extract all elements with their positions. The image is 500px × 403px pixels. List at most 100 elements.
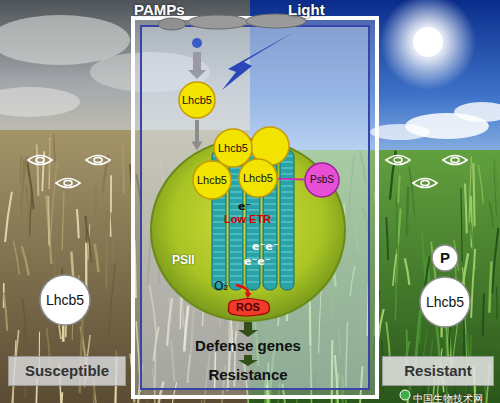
thylakoid-disc [264, 204, 276, 205]
thylakoid-disc [281, 270, 293, 271]
thylakoid-stack [280, 150, 294, 290]
oxygen-label: O₂ [214, 280, 228, 294]
node-outline [305, 163, 339, 197]
label-slot: e⁻e⁻ [252, 236, 279, 254]
grass-blade [469, 157, 471, 223]
thylakoid-disc [213, 210, 225, 211]
receptor [188, 15, 248, 29]
thylakoid-disc [247, 270, 259, 271]
grass-blade [50, 162, 57, 241]
thylakoid-disc [213, 270, 225, 271]
spore [86, 156, 110, 165]
grass-blade [13, 241, 19, 274]
node-outline [179, 82, 215, 118]
grass-blade [22, 246, 29, 275]
grass-blade [398, 175, 400, 203]
connector-line [195, 120, 199, 143]
protein-circle: Lhcb5 [39, 274, 91, 326]
grass-blade [54, 134, 56, 163]
electron-label: e⁻e⁻ [252, 241, 279, 254]
thylakoid-disc [264, 198, 276, 199]
spore-core [451, 158, 459, 163]
signal-arrow [188, 52, 206, 79]
connector [278, 178, 304, 180]
thylakoid-disc [281, 240, 293, 241]
spore-core [94, 158, 102, 163]
thylakoid-disc [213, 222, 225, 223]
label-slot: Light [288, 1, 325, 19]
grass-blade [200, 400, 201, 403]
spore-core [36, 158, 44, 163]
protein-circle: PsbS [304, 162, 340, 198]
grass-blade [409, 167, 415, 217]
thylakoid-disc [230, 270, 242, 271]
protein-circle: Lhcb5 [238, 158, 278, 198]
grass-blade [479, 165, 484, 204]
thylakoid-disc [281, 180, 293, 181]
phospho-circle: P [431, 244, 459, 272]
grass-blade [95, 244, 99, 272]
spore-core [64, 181, 72, 186]
thylakoid-disc [230, 246, 242, 247]
thylakoid-disc [230, 198, 242, 199]
watermark-icon [400, 390, 410, 400]
thylakoid-disc [264, 270, 276, 271]
node-outline [40, 275, 90, 325]
flow-arrow [238, 322, 258, 337]
spore [443, 156, 467, 165]
cell-panel [141, 26, 369, 389]
status-box: Susceptible [8, 356, 126, 386]
electron-label: e⁻ [238, 201, 251, 214]
node-label: Resistant [404, 362, 472, 379]
thylakoid-disc [281, 198, 293, 199]
thylakoid-disc [247, 228, 259, 229]
grass-blade [85, 216, 92, 262]
thylakoid-disc [281, 228, 293, 229]
watermark: 中国生物技术网 [413, 393, 483, 403]
thylakoid-disc [230, 252, 242, 253]
grass-blade [59, 392, 62, 403]
oxygen-arrow-head [245, 292, 252, 298]
sun [413, 27, 443, 57]
grass-blade [380, 248, 385, 300]
spore [56, 179, 80, 188]
electron-label: e⁻e⁻ [244, 256, 271, 269]
grass-blade [48, 138, 50, 189]
node-outline [239, 159, 277, 197]
node-outline [214, 129, 252, 167]
thylakoid-disc [213, 240, 225, 241]
grass-blade [77, 209, 79, 238]
grass-blade [47, 196, 50, 246]
thylakoid-disc [281, 282, 293, 283]
grass-blade [27, 162, 33, 209]
thylakoid-disc [230, 234, 242, 235]
label-slot: Resistance [208, 366, 287, 384]
receptor [158, 18, 186, 30]
thylakoid-disc [281, 174, 293, 175]
thylakoid-disc [264, 210, 276, 211]
thylakoid-disc [230, 264, 242, 265]
node-outline [193, 161, 231, 199]
arrow-head [192, 141, 203, 150]
node-outline [420, 277, 470, 327]
node-label: Lhcb5 [243, 172, 273, 185]
thylakoid-disc [264, 228, 276, 229]
grass-blade [489, 201, 493, 227]
label-slot: O₂ [214, 276, 228, 294]
protein-circle: Lhcb5 [419, 276, 471, 328]
flow-arrow [238, 355, 258, 366]
thylakoid-disc [230, 228, 242, 229]
signal-label: Light [288, 1, 325, 18]
grass-blade [103, 155, 109, 193]
thylakoid-disc [281, 276, 293, 277]
grass-blade [345, 399, 351, 403]
outcome-label: Defense genes [195, 337, 301, 354]
spore-core [394, 158, 402, 163]
connector-line [278, 178, 304, 181]
thylakoid-disc [281, 168, 293, 169]
thylakoid-disc [264, 276, 276, 277]
grass-blade [494, 160, 497, 191]
grass-blade [62, 191, 64, 250]
grass-blade [393, 249, 397, 285]
